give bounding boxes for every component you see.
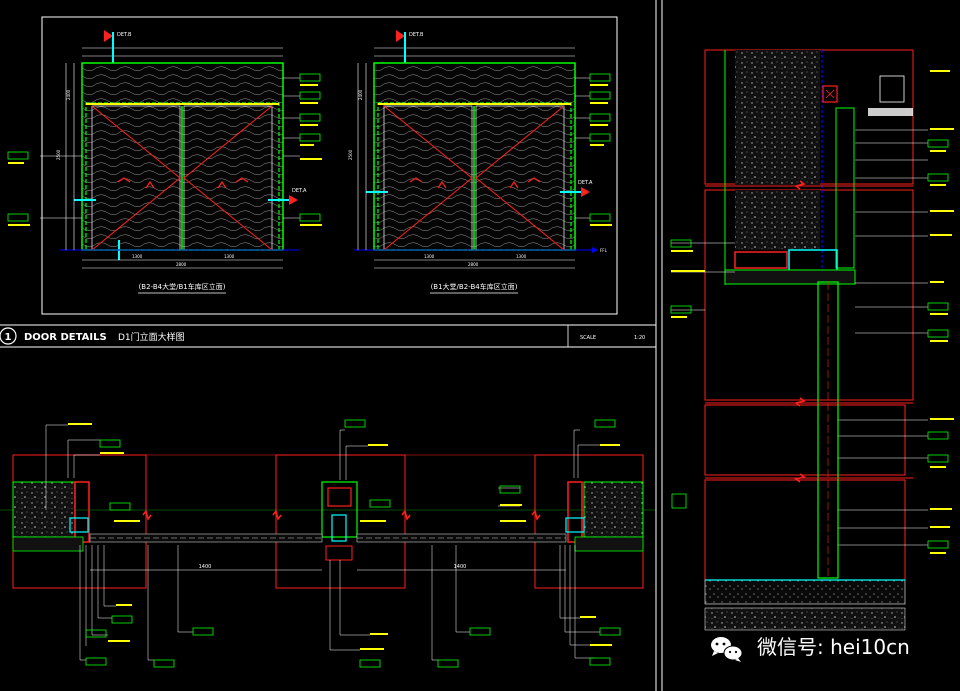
center-mullion	[321, 481, 358, 538]
annotation-notes	[8, 84, 322, 226]
ceiling-panel	[868, 108, 913, 116]
concrete-beam	[735, 190, 820, 250]
dim-text: 2500	[56, 149, 61, 160]
frame-profile	[822, 85, 838, 103]
floor-finish	[704, 579, 906, 605]
door-swing-line	[183, 105, 273, 251]
leader-lines	[45, 424, 600, 661]
elevation-sheet	[41, 16, 618, 315]
section-tag: DET.A	[578, 180, 593, 186]
material-tags	[589, 73, 611, 222]
section-outline	[704, 404, 906, 476]
crosshair-icon	[671, 493, 687, 509]
elevation-caption: (B1大堂/B2-B4车库区立面)	[431, 282, 518, 291]
section-tag: DET.B	[117, 32, 132, 38]
plan-section: 1400 1400	[0, 419, 656, 668]
leader-lines	[575, 77, 590, 219]
sheet-subtitle: D1门立面大样图	[118, 331, 185, 343]
floor-slab	[704, 607, 906, 631]
door-leaf-plan	[89, 533, 567, 543]
leader-lines	[671, 129, 928, 546]
dim-text: 2500	[348, 149, 353, 160]
scale-label: SCALE	[580, 335, 596, 341]
concrete-slab	[735, 50, 820, 185]
section-marker-icon	[396, 30, 405, 42]
dim-text: 1300	[224, 254, 235, 259]
sheet-number-circle	[0, 327, 17, 345]
section-tag: DET.A	[292, 188, 307, 194]
title-bar: 1 DOOR DETAILS D1门立面大样图 SCALE 1:20	[0, 324, 656, 348]
scale-value: 1:20	[634, 335, 645, 341]
frame-profile-cyan	[331, 514, 347, 542]
frame-profile	[734, 251, 788, 269]
section-marker-icon	[104, 30, 113, 42]
material-tags	[670, 139, 949, 549]
dim-text: 1300	[132, 254, 143, 259]
door-swing-line	[383, 105, 473, 251]
elevation-caption: (B2-B4大堂/B1车库区立面)	[139, 282, 226, 291]
level-marker-icon	[592, 247, 598, 253]
sheet-number: 1	[5, 332, 12, 343]
watermark-text: 微信号: hei10cn	[757, 635, 910, 659]
door-swing-line	[475, 105, 565, 251]
elevation-left: DET.B DET.A 1300 1300 2800 2500 2400	[7, 30, 322, 294]
dim-text: 2800	[468, 262, 479, 267]
dim-text: 1300	[424, 254, 435, 259]
frame-profile-cyan	[69, 517, 89, 533]
watermark: 微信号: hei10cn	[711, 635, 910, 662]
vertical-section	[670, 49, 954, 631]
sheet-title: DOOR DETAILS	[24, 332, 107, 343]
stone-wall-left	[12, 481, 76, 538]
dim-text: 1300	[516, 254, 527, 259]
leader-lines	[40, 77, 300, 219]
wall-base	[574, 536, 644, 552]
wall-base	[12, 536, 84, 552]
frame-profile	[325, 545, 353, 561]
light-fixture	[879, 75, 905, 103]
door-swing-line	[91, 105, 181, 251]
handle-icon	[409, 177, 447, 189]
section-marker-icon	[581, 187, 590, 197]
handle-icon	[217, 177, 249, 189]
dim-text: 2400	[358, 89, 363, 100]
wechat-icon	[711, 637, 743, 662]
break-mark-icons	[142, 509, 541, 521]
annotation-notes	[590, 84, 612, 226]
dim-text: 1400	[454, 564, 467, 570]
annotation-notes	[671, 70, 954, 554]
level-mark: FFL	[600, 248, 608, 253]
elevation-right: DET.B DET.A FFL 1300 1300 2800 2500 2400	[348, 30, 612, 294]
frame-profile-cyan	[565, 517, 585, 533]
sheet-border	[41, 16, 618, 315]
annotation-notes	[68, 423, 620, 650]
dim-text: 1400	[199, 564, 212, 570]
section-marker-icon	[289, 195, 298, 205]
handle-icon	[117, 177, 155, 189]
door-head-assembly	[835, 107, 855, 269]
material-tags	[85, 419, 621, 668]
material-tags	[7, 73, 321, 222]
section-tag: DET.B	[409, 32, 424, 38]
stone-wall-right	[583, 481, 644, 538]
frame-profile	[327, 487, 352, 507]
handle-icon	[509, 177, 541, 189]
soffit	[724, 269, 856, 285]
dim-text: 2400	[66, 89, 71, 100]
dim-text: 2800	[176, 262, 187, 267]
